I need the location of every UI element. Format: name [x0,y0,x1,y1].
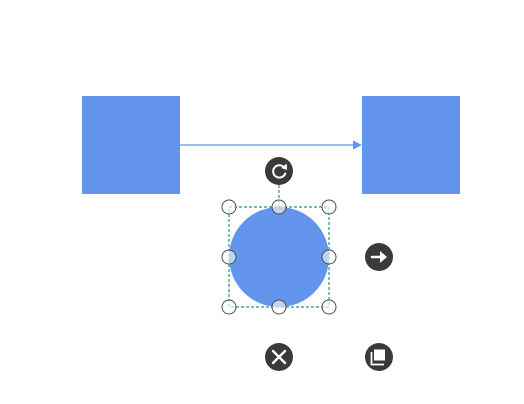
rotate-button[interactable] [265,157,293,185]
duplicate-button[interactable] [365,343,393,371]
resize-handle-se[interactable] [321,299,337,315]
resize-handle-w[interactable] [221,249,237,265]
resize-handle-sw[interactable] [221,299,237,315]
connect-button[interactable] [365,243,393,271]
close-icon [271,349,287,365]
rotate-button-bg [265,157,293,185]
rotate-icon [272,163,287,179]
resize-handle-n[interactable] [271,199,287,215]
shape-square-right[interactable] [362,96,460,194]
arrow-right-icon [370,251,387,263]
resize-handle-e[interactable] [321,249,337,265]
connector-arrowhead [353,140,362,150]
copy-icon [370,349,385,366]
shape-circle[interactable] [229,207,329,307]
shape-square-left[interactable] [82,96,180,194]
resize-handle-s[interactable] [271,299,287,315]
connector-arrow[interactable] [180,140,362,150]
resize-handles [221,199,337,315]
delete-button[interactable] [265,343,293,371]
resize-handle-nw[interactable] [221,199,237,215]
resize-handle-ne[interactable] [321,199,337,215]
